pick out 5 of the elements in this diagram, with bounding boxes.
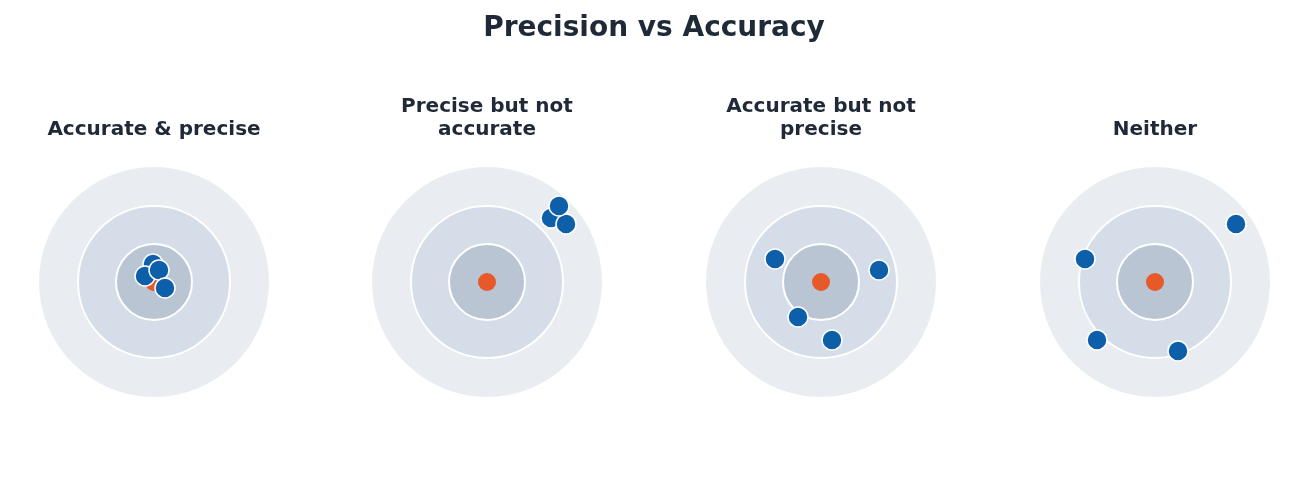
panel-heading: Accurate & precise: [46, 117, 262, 140]
panel-heading: Precise but not accurate: [400, 94, 574, 140]
diagram-title: Precision vs Accuracy: [482, 10, 826, 43]
panel-heading: Accurate but not precise: [725, 94, 917, 140]
panel-heading: Neither: [1111, 117, 1199, 140]
